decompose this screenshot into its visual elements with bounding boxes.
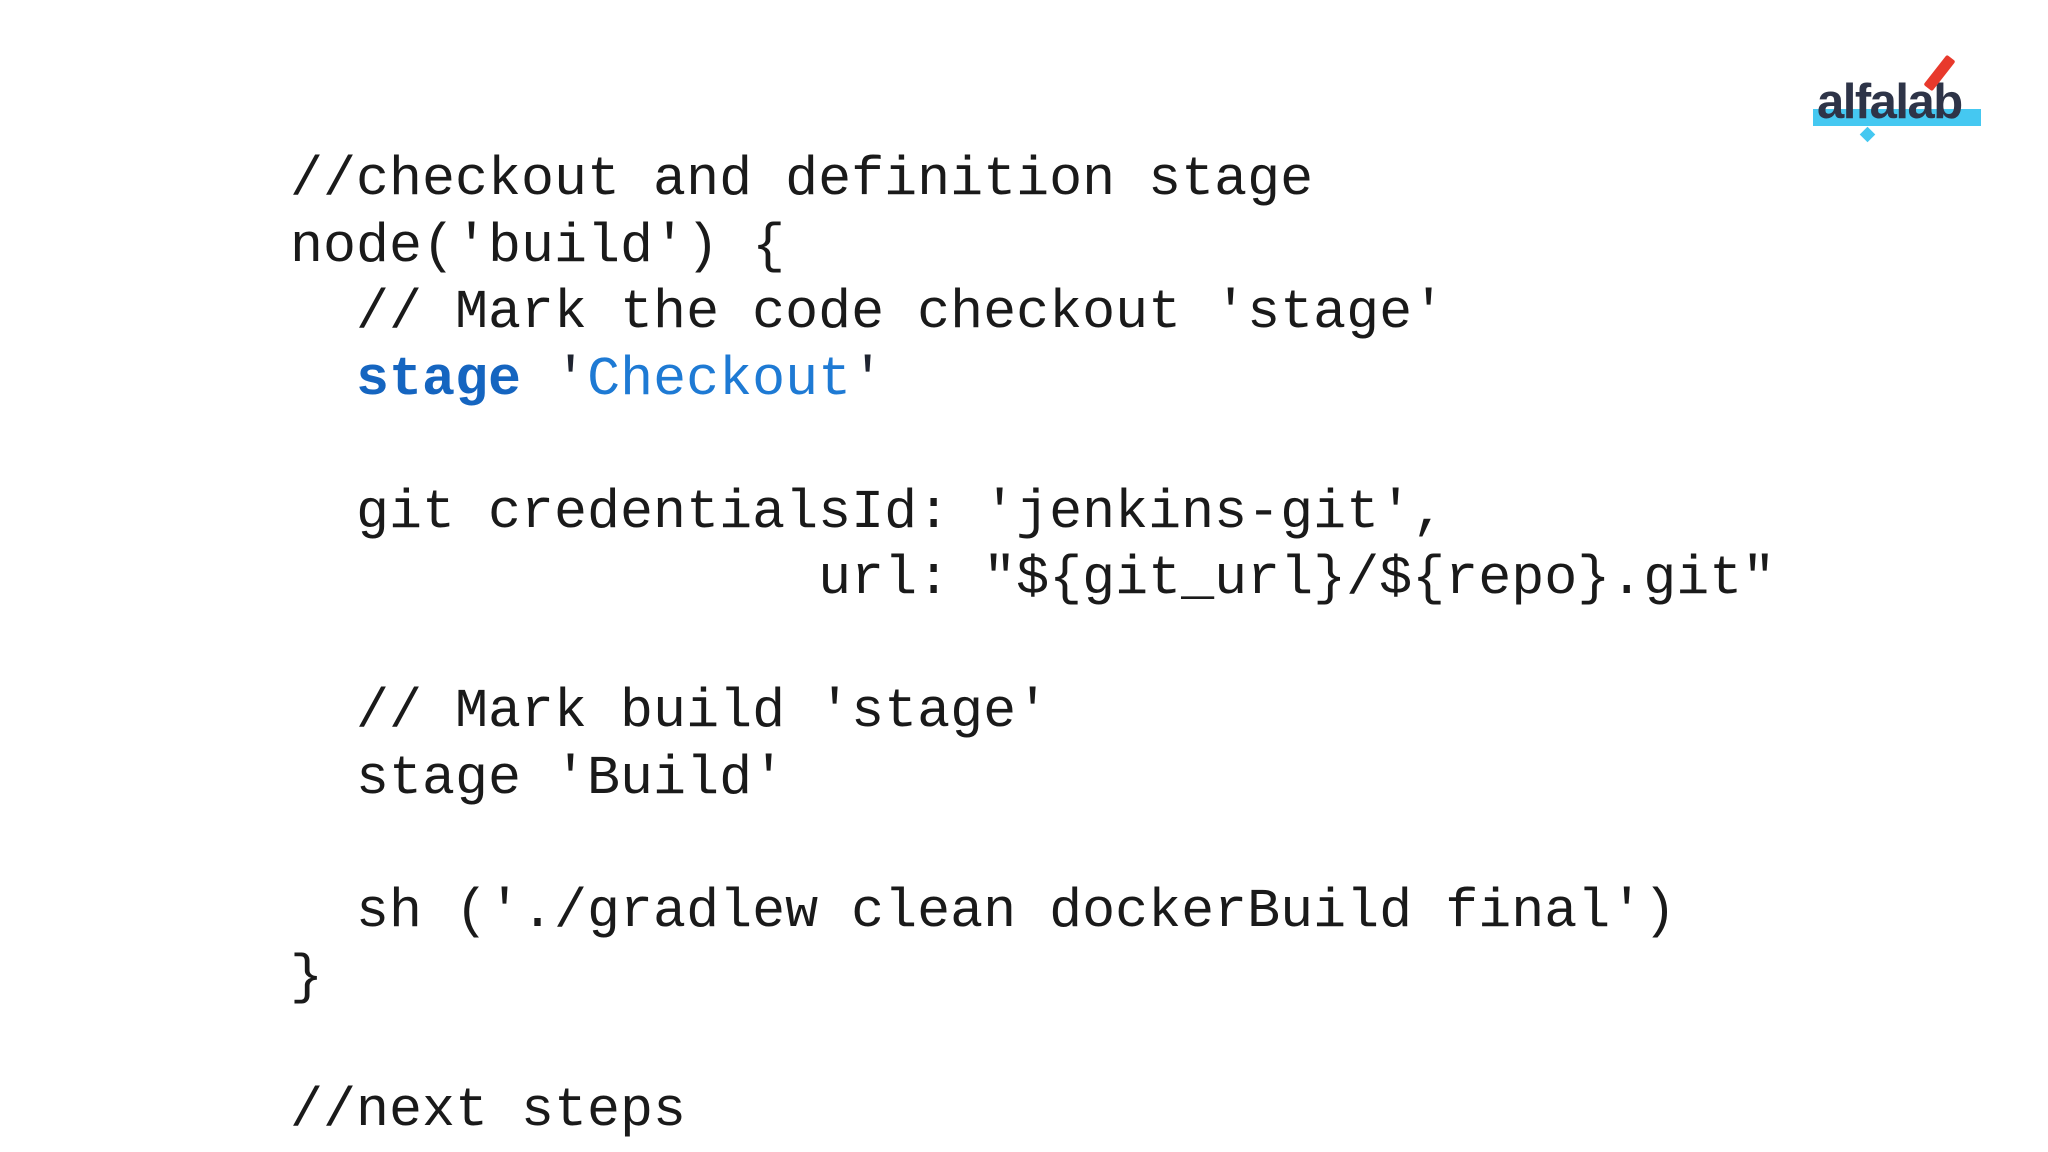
code-token (521, 348, 554, 411)
code-token: sh ('./gradlew clean dockerBuild final') (290, 879, 1677, 943)
code-line: url: "${git_url}/${repo}.git" (290, 546, 1775, 613)
code-token-quote: ' (851, 347, 885, 411)
code-line (290, 613, 1775, 680)
code-line: // Mark the code checkout 'stage' (290, 280, 1775, 347)
code-token: } (290, 946, 324, 1009)
code-token: git credentialsId: 'jenkins-git', (290, 480, 1446, 544)
code-line: stage 'Build' (290, 746, 1775, 813)
code-token: // Mark the code checkout 'stage' (290, 281, 1446, 344)
code-token-string: Checkout (587, 347, 852, 411)
code-line (290, 812, 1775, 879)
code-line: git credentialsId: 'jenkins-git', (290, 480, 1775, 547)
code-line (290, 1012, 1775, 1079)
code-line: node('build') { (290, 214, 1775, 281)
alfalab-logo: alfalab (1808, 40, 2008, 150)
code-line: // Mark build 'stage' (290, 679, 1775, 746)
code-token (290, 348, 356, 411)
logo-text: alfalab (1817, 75, 1963, 129)
code-token: stage 'Build' (290, 746, 786, 810)
code-token: url: "${git_url}/${repo}.git" (290, 547, 1776, 610)
code-line: //next steps (290, 1078, 1775, 1145)
code-token-quote: ' (554, 347, 588, 411)
code-line: sh ('./gradlew clean dockerBuild final') (290, 879, 1775, 946)
code-token-keyword: stage (356, 347, 522, 411)
code-line: stage 'Checkout' (290, 347, 1775, 414)
logo-underline-bar (1813, 109, 1981, 126)
code-line (290, 413, 1775, 480)
code-line: } (290, 945, 1775, 1012)
code-token: // Mark build 'stage' (290, 680, 1050, 743)
code-token: //next steps (290, 1079, 687, 1142)
cyan-diamond-icon (1859, 126, 1876, 143)
code-token: //checkout and definition stage (290, 148, 1314, 211)
code-token: node('build') { (290, 214, 786, 278)
code-line: //checkout and definition stage (290, 147, 1775, 214)
